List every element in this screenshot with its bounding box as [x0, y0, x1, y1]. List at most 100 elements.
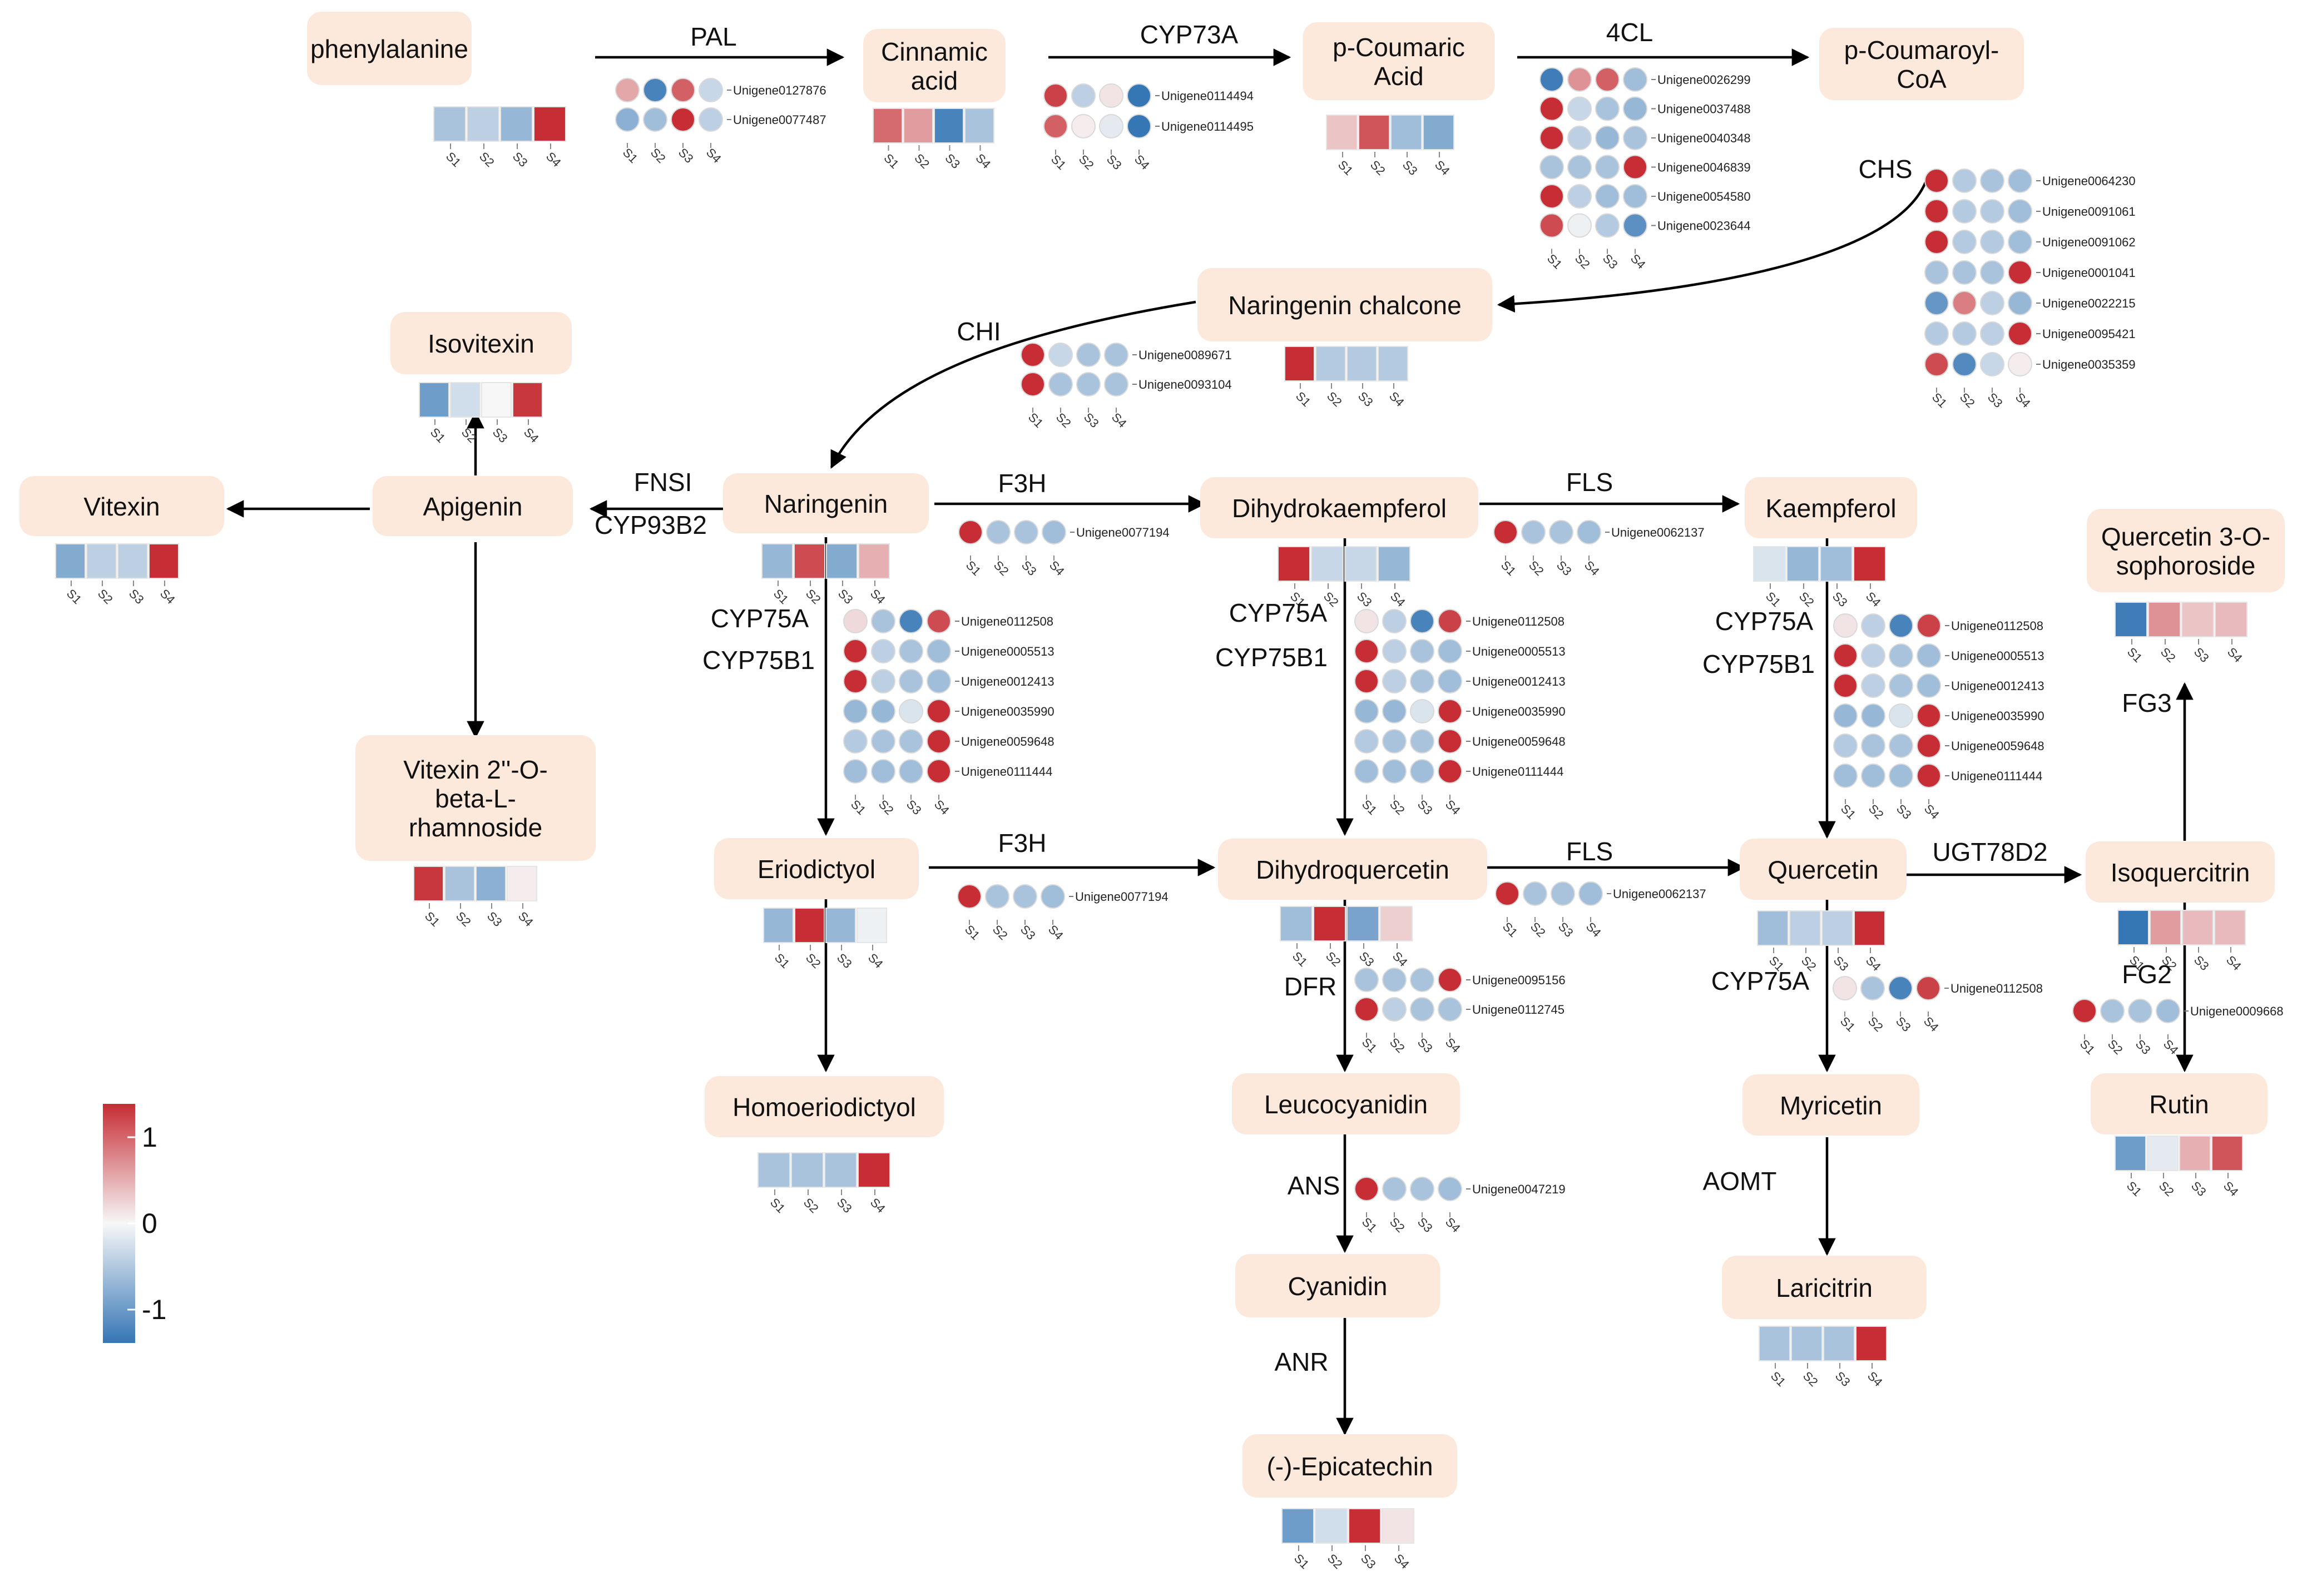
gene-expression-dot	[2128, 999, 2152, 1023]
gene-expression-dot	[1980, 352, 2004, 376]
metabolite-label: Cyanidin	[1288, 1272, 1388, 1301]
sample-label: S4	[543, 149, 564, 170]
sample-label: S3	[1985, 390, 2006, 410]
sample-label: S2	[95, 586, 116, 607]
enzyme-label-chi: CHI	[957, 317, 1001, 346]
metabolite-homoeriodictyol: Homoeriodictyol	[705, 1076, 944, 1137]
gene-expression-dot	[843, 609, 868, 633]
gene-expression-dot	[1623, 155, 1647, 180]
heatmap-cell	[433, 106, 466, 142]
enzyme-label-cyp75b1-3: CYP75B1	[1702, 650, 1815, 678]
heatmap-cell	[444, 866, 475, 901]
pathway-arrow	[830, 300, 1196, 469]
gene-expression-dot	[899, 609, 923, 633]
gene-group-cyp75-2: Unigene0112508Unigene0005513Unigene00124…	[1354, 609, 1566, 817]
gene-id-label: Unigene0077487	[733, 113, 826, 127]
gene-expression-dot	[1438, 759, 1462, 784]
heatmap-cell	[1378, 546, 1410, 582]
enzyme-label-fg3: FG3	[2122, 688, 2171, 717]
sample-label: S4	[1392, 1551, 1412, 1572]
gene-expression-dot	[1076, 343, 1101, 367]
sample-label: S1	[768, 1195, 788, 1216]
heatmap-cell	[2179, 1136, 2211, 1171]
gene-id-label: Unigene0127876	[733, 83, 826, 97]
metabolite-box	[1740, 839, 1907, 900]
metabolite-label: p-Coumaric	[1333, 33, 1465, 62]
sample-label: S4	[1921, 1014, 1942, 1034]
color-scale-tick-label: -1	[142, 1294, 166, 1325]
sample-label: S4	[2013, 390, 2033, 410]
gene-expression-dot	[1861, 764, 1885, 788]
gene-id-label: Unigene0077194	[1076, 526, 1170, 539]
heatmap-cell	[117, 543, 148, 579]
metabolite-isovitexin: Isovitexin	[390, 312, 572, 374]
sample-label: S3	[1400, 157, 1420, 178]
heatmap-cell	[1789, 910, 1821, 946]
heatmap-cell	[467, 106, 499, 142]
gene-expression-dot	[1438, 968, 1462, 992]
gene-expression-dot	[1952, 260, 1977, 285]
enzyme-label-cyp75b1-2: CYP75B1	[1215, 643, 1328, 672]
sample-label: S4	[1628, 251, 1648, 272]
gene-expression-dot	[1595, 67, 1620, 92]
sample-label: S4	[932, 797, 952, 817]
metabolite-label: Naringenin chalcone	[1228, 291, 1461, 320]
metabolite-label: Cinnamic	[881, 37, 988, 66]
heatmap-cell	[1358, 115, 1390, 150]
gene-expression-dot	[1833, 703, 1858, 728]
sample-label: S2	[2158, 645, 2179, 665]
metabolite-box	[1232, 1073, 1460, 1134]
enzyme-label-fls-2: FLS	[1566, 837, 1613, 866]
metabolite-box	[1722, 1256, 1927, 1319]
gene-expression-dot	[1438, 1177, 1462, 1201]
gene-expression-dot	[1833, 643, 1858, 668]
gene-expression-dot	[1013, 884, 1037, 909]
sample-label: S4	[865, 950, 886, 971]
metabolite-box	[307, 12, 472, 85]
heatmap-cell	[1346, 346, 1377, 381]
sample-label: S1	[1290, 949, 1310, 969]
sample-label: S2	[1528, 919, 1548, 940]
heatmap-cell	[2214, 910, 2246, 945]
sample-label: S2	[1865, 1014, 1886, 1034]
enzyme-label-f3h-1: F3H	[998, 469, 1047, 498]
sample-label: S4	[1443, 1035, 1463, 1055]
gene-group-cyp75-1: Unigene0112508Unigene0005513Unigene00124…	[843, 609, 1054, 817]
metabolite-isoquercitrin: Isoquercitrin	[2086, 841, 2275, 903]
metabolite-box	[1235, 1254, 1440, 1317]
gene-expression-dot	[1354, 997, 1379, 1022]
heatmap-cell	[1757, 910, 1789, 946]
heatmap-cell	[1853, 546, 1886, 582]
gene-expression-dot	[1595, 155, 1620, 180]
gene-expression-dot	[957, 884, 982, 909]
heatmap-cell	[2150, 910, 2181, 945]
gene-expression-dot	[2008, 260, 2032, 285]
sample-label: S2	[1368, 157, 1388, 178]
heatmap-cell	[758, 1152, 790, 1188]
gene-expression-dot	[1438, 729, 1462, 754]
gene-expression-dot	[843, 639, 868, 663]
gene-expression-dot	[1917, 643, 1941, 668]
gene-id-label: Unigene0112508	[961, 614, 1053, 628]
heatmap-cell	[1753, 546, 1786, 582]
gene-id-label: Unigene0054580	[1657, 190, 1751, 204]
gene-expression-dot	[1438, 997, 1462, 1022]
gene-id-label: Unigene0111444	[1472, 765, 1563, 779]
gene-expression-dot	[1539, 67, 1564, 92]
sample-label: S4	[868, 1195, 888, 1216]
gene-expression-dot	[2008, 230, 2032, 254]
sample-label: S1	[1048, 152, 1069, 172]
heatmap-cell	[507, 866, 537, 901]
heatmap-cell	[1382, 1508, 1414, 1544]
sample-label: S2	[912, 151, 932, 171]
heatmap-cell	[1759, 1326, 1790, 1361]
metabolite-box	[2091, 1073, 2268, 1134]
